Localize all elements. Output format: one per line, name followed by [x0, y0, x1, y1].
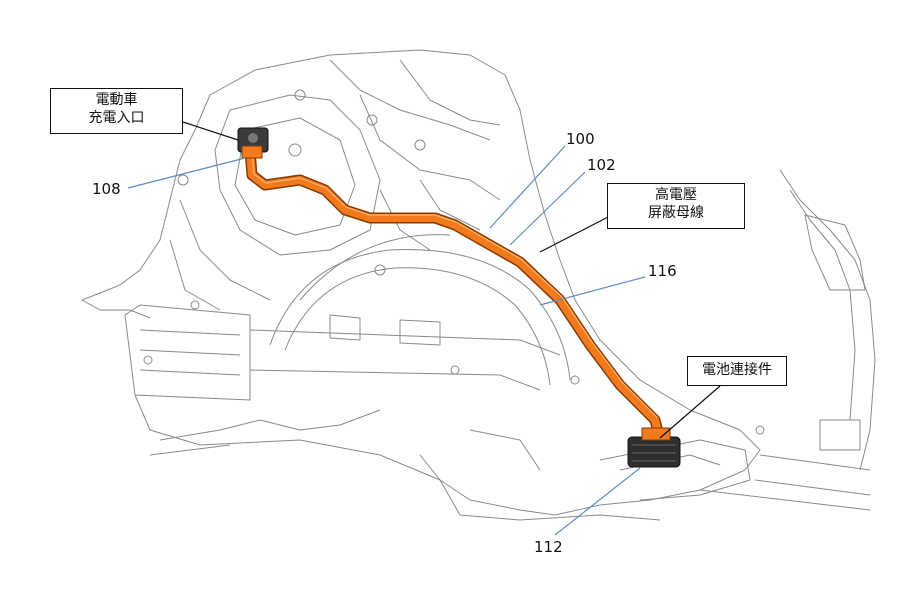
ref-116: 116 — [648, 262, 677, 280]
leader-battery-connector — [659, 385, 721, 439]
battery-connector-part — [627, 427, 681, 468]
battery-connector-label: 電池連接件 — [687, 356, 787, 386]
hv-busbar-label-line2: 屏蔽母線 — [648, 205, 704, 221]
charge-inlet-label-line1: 電動車 — [95, 92, 138, 108]
ref-100: 100 — [566, 130, 595, 148]
ref-108: 108 — [92, 180, 121, 198]
busbar-outline — [244, 144, 666, 446]
leader-hv-busbar — [539, 214, 613, 253]
charge-inlet-label: 電動車 充電入口 — [50, 88, 183, 134]
leader-102 — [509, 171, 586, 246]
leader-116 — [539, 276, 646, 306]
body-structure-lines — [81, 49, 876, 521]
hv-busbar-label: 高電壓 屏蔽母線 — [607, 183, 745, 229]
hv-busbar — [244, 144, 666, 446]
charge-inlet-label-line2: 充電入口 — [88, 110, 145, 126]
busbar-center-line — [251, 151, 658, 418]
leader-100 — [489, 145, 566, 229]
charge-inlet-part — [237, 127, 269, 159]
ref-112: 112 — [534, 538, 563, 556]
hv-busbar-label-line1: 高電壓 — [655, 187, 697, 203]
leader-112 — [554, 467, 641, 536]
battery-connector-label-text: 電池連接件 — [702, 362, 772, 378]
leader-charge-inlet — [182, 121, 239, 141]
leader-lines — [127, 121, 721, 536]
ref-102: 102 — [587, 156, 616, 174]
leader-108 — [127, 157, 246, 189]
busbar-fill — [246, 146, 664, 444]
